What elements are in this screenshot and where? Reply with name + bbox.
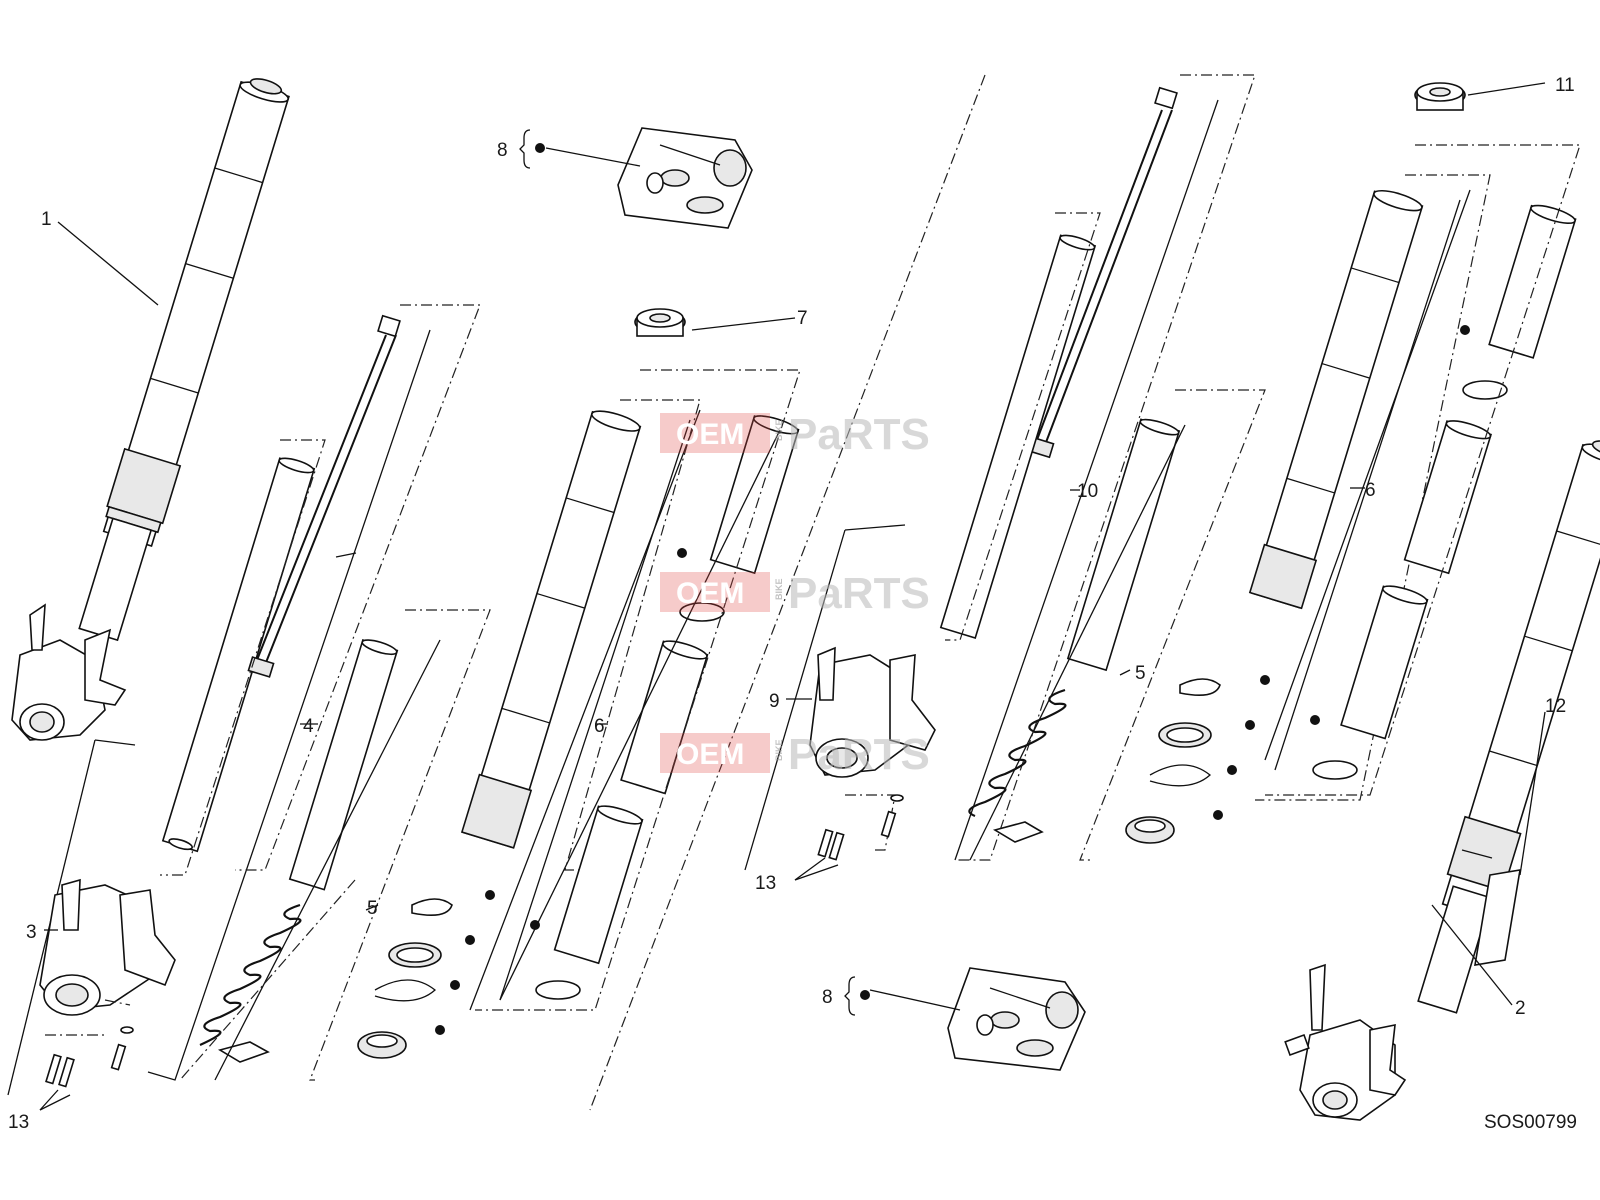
spring-left[interactable] (199, 903, 302, 1063)
fork-assembly-left[interactable] (71, 72, 296, 643)
callout-5-right: 5 (1135, 663, 1146, 684)
callouts: 1 2 3 4 5 5 6 6 7 8 8 9 10 11 12 13 13 S… (8, 75, 1577, 1133)
damper-rod-left[interactable] (247, 314, 401, 678)
bushing-stack-left[interactable] (530, 412, 800, 1000)
slider-tube-left-5[interactable] (288, 637, 399, 891)
screws-left[interactable] (45, 1026, 134, 1088)
bushing-stack-right[interactable] (1310, 202, 1577, 780)
section-divider (589, 74, 986, 1111)
callout-9: 9 (769, 691, 780, 712)
svg-text:PaRTS: PaRTS (788, 410, 930, 459)
svg-text:OEM: OEM (676, 418, 744, 451)
spares-kit-8-top[interactable] (617, 127, 753, 229)
callout-6-right: 6 (1365, 480, 1376, 501)
svg-text:BIKE: BIKE (774, 578, 784, 600)
outer-tube-right-6[interactable] (1248, 186, 1426, 610)
watermark-top: OEM BIKE PaRTS (660, 410, 930, 459)
part-12-strip[interactable] (1461, 849, 1521, 966)
diagram-code: SOS00799 (1484, 1112, 1577, 1133)
fork-foot-left (11, 603, 127, 741)
callout-4: 4 (303, 716, 314, 737)
callout-1: 1 (41, 209, 52, 230)
screws-right[interactable] (817, 794, 904, 861)
callout-8-bottom: 8 (822, 987, 833, 1008)
fork-cap-7[interactable] (634, 308, 686, 337)
cartridge-tube-right[interactable] (939, 233, 1097, 639)
fork-cap-11[interactable] (1414, 82, 1466, 111)
callout-6-left: 6 (594, 716, 605, 737)
spring-right[interactable] (968, 688, 1067, 843)
svg-text:PaRTS: PaRTS (788, 730, 930, 779)
callout-8-top: 8 (497, 140, 508, 161)
outer-tube-left-6[interactable] (460, 407, 644, 849)
spares-kit-8-bottom[interactable] (947, 967, 1086, 1071)
svg-text:BIKE: BIKE (774, 739, 784, 761)
callout-13-left: 13 (8, 1112, 29, 1133)
callout-11: 11 (1555, 75, 1575, 96)
cartridge-tube-left[interactable] (161, 455, 316, 853)
leader-lines (39, 82, 1546, 1111)
callout-13-right: 13 (755, 873, 776, 894)
callout-3: 3 (26, 922, 37, 943)
watermark-middle: OEM BIKE PaRTS (660, 569, 930, 618)
slider-tube-right-5[interactable] (1066, 417, 1181, 672)
svg-text:OEM: OEM (676, 738, 744, 771)
fork-foot-right (1284, 963, 1407, 1121)
fork-lower-left[interactable] (7, 739, 176, 1096)
watermark-bottom: OEM BIKE PaRTS (660, 730, 930, 779)
callout-10: 10 (1077, 481, 1098, 502)
callout-12: 12 (1545, 696, 1566, 717)
seal-kit-left[interactable] (357, 890, 495, 1059)
svg-text:PaRTS: PaRTS (788, 569, 930, 618)
callout-2: 2 (1515, 998, 1526, 1019)
fork-lower-right-9[interactable] (744, 524, 936, 871)
callout-5-left: 5 (367, 898, 378, 919)
callout-7: 7 (797, 308, 808, 329)
seal-kit-right[interactable] (1125, 675, 1270, 844)
svg-text:BIKE: BIKE (774, 419, 784, 441)
svg-text:OEM: OEM (676, 577, 744, 610)
